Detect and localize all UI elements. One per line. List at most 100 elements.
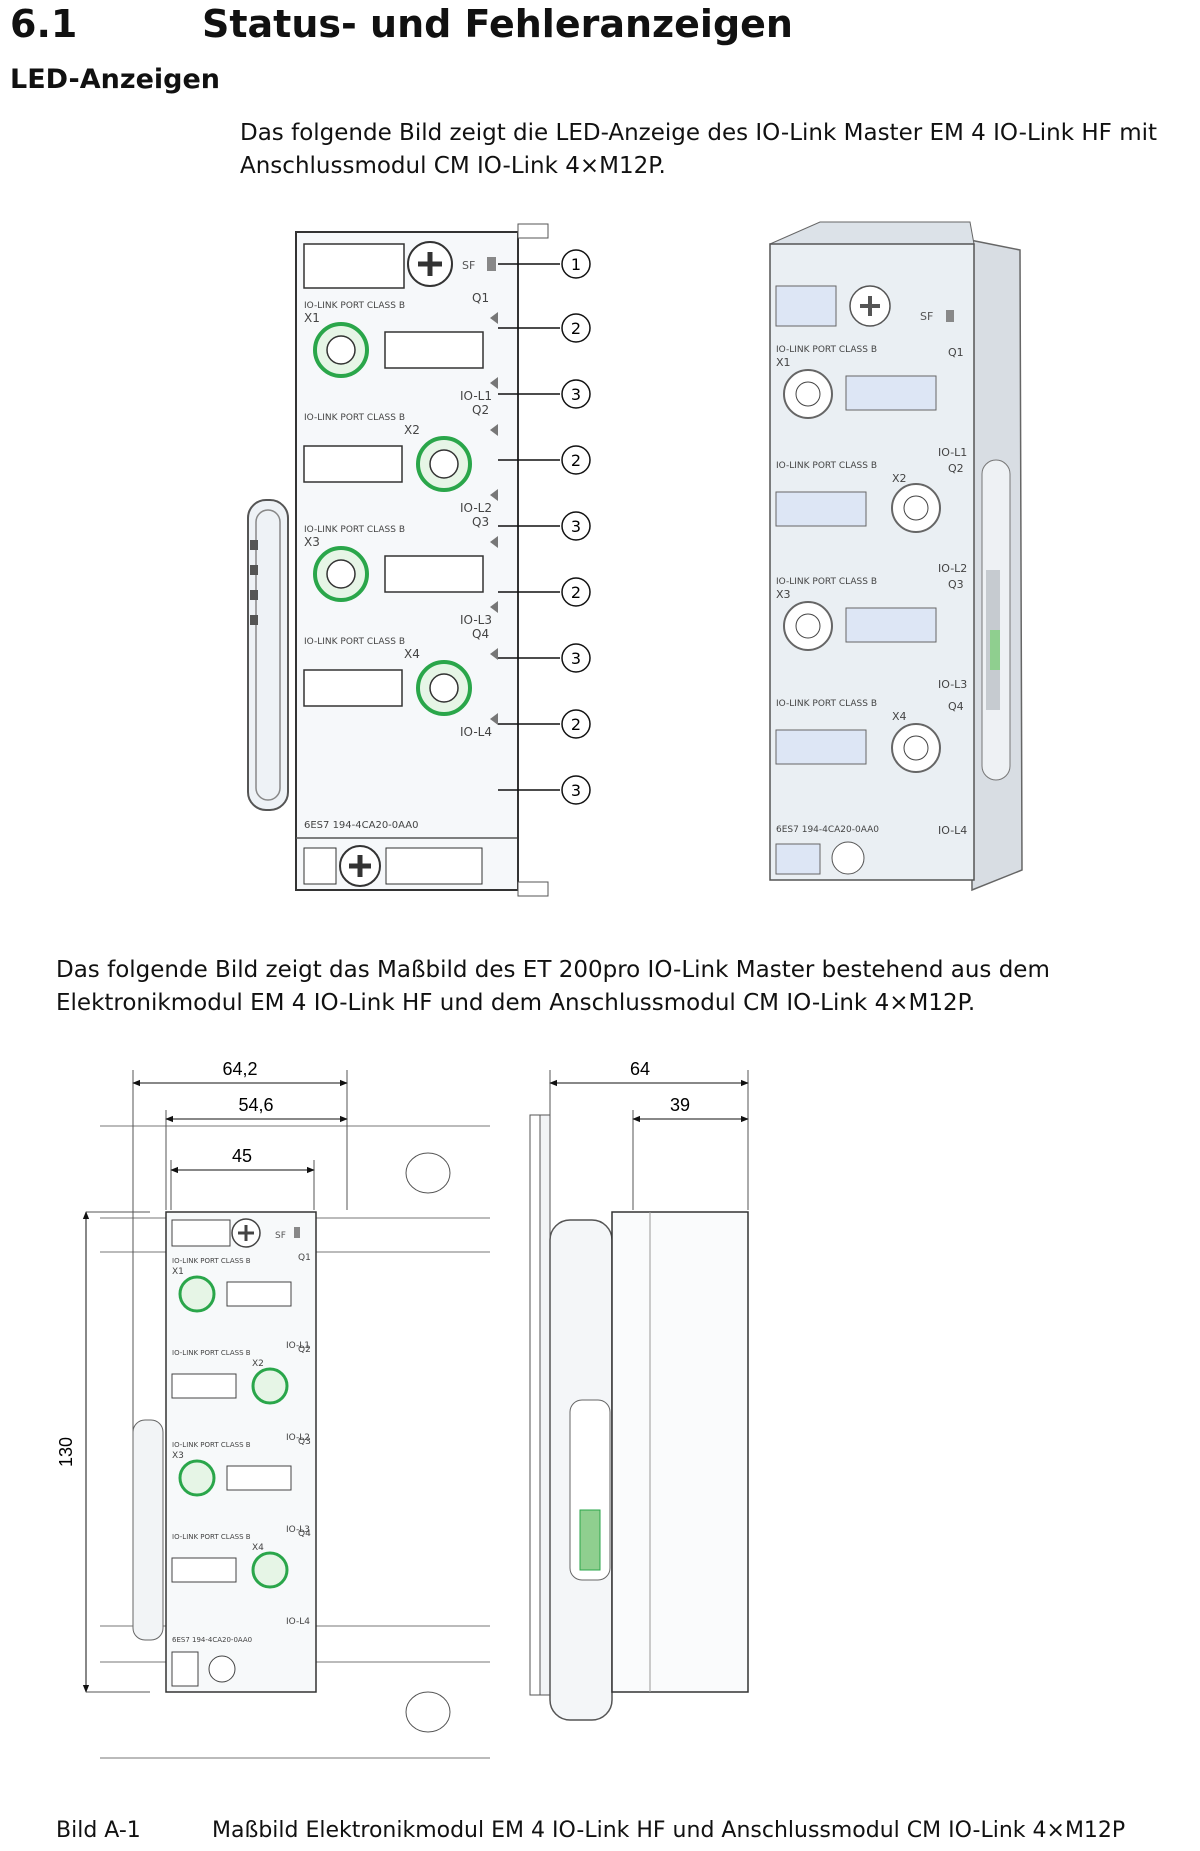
sf-label-dim: SF <box>275 1231 286 1241</box>
port-3d-x2: IO-LINK PORT CLASS B X2 Q2 IO-L2 <box>775 461 967 575</box>
port-3d-x4: IO-LINK PORT CLASS B X4 Q4 IO-L4 <box>775 699 967 837</box>
q-led-label: Q3 <box>472 515 489 529</box>
port-class-label: IO-LINK PORT CLASS B <box>776 345 877 355</box>
q-led-label: Q1 <box>472 291 489 305</box>
port-class-label: IO-LINK PORT CLASS B <box>172 1349 251 1357</box>
backplane-connector <box>247 499 289 811</box>
q-led-label: Q4 <box>472 627 489 641</box>
io-led-label: IO-L4 <box>938 824 967 837</box>
port-label: X2 <box>404 423 420 437</box>
io-led-label: IO-L2 <box>286 1433 310 1443</box>
q-led-label: Q2 <box>298 1345 311 1355</box>
callout-number: 1 <box>571 255 581 274</box>
q-led-label: Q2 <box>472 403 489 417</box>
q-led-label: Q1 <box>298 1253 311 1263</box>
q-led-label: Q4 <box>948 700 964 713</box>
port-label: X3 <box>304 535 320 549</box>
dimension-line-1: Das folgende Bild zeigt das Maßbild des … <box>56 957 1050 983</box>
port-class-label: IO-LINK PORT CLASS B <box>304 413 405 423</box>
callout-number: 3 <box>571 517 581 536</box>
io-led-label: IO-L3 <box>460 613 492 627</box>
callout-number: 3 <box>571 385 581 404</box>
module-front-face <box>769 243 975 881</box>
module-3d-view-figure: SF IO-LINK PORT CLASS B X1 Q1 IO-L1 IO-L… <box>769 221 1023 892</box>
callout-number: 2 <box>571 451 581 470</box>
dim-port-x4: IO-LINK PORT CLASS B X4 Q4 IO-L4 <box>171 1529 311 1627</box>
port-class-label: IO-LINK PORT CLASS B <box>172 1441 251 1449</box>
dim-130: 130 <box>56 1437 76 1467</box>
order-number-3d: 6ES7 194-4CA20-0AA0 <box>776 825 879 835</box>
q-led-label: Q3 <box>298 1437 311 1447</box>
q-led-label: Q4 <box>298 1529 311 1539</box>
dimension-drawing-figure: 64,2 54,6 45 130 SF IO-LINK PORT CLASS B… <box>56 1059 749 1759</box>
port-class-label: IO-LINK PORT CLASS B <box>172 1533 251 1541</box>
dim-39: 39 <box>670 1095 690 1115</box>
order-number-dim: 6ES7 194-4CA20-0AA0 <box>172 1636 252 1644</box>
port-class-label: IO-LINK PORT CLASS B <box>776 577 877 587</box>
port-label: X3 <box>776 588 791 601</box>
port-class-label: IO-LINK PORT CLASS B <box>172 1257 251 1265</box>
section-title: Status- und Fehleranzeigen <box>202 2 793 46</box>
dim-port-x1: IO-LINK PORT CLASS B X1 Q1 IO-L1 <box>172 1253 311 1351</box>
callout-number: 3 <box>571 649 581 668</box>
sf-led <box>487 257 496 271</box>
port-class-label: IO-LINK PORT CLASS B <box>304 637 405 647</box>
callout-number: 2 <box>571 319 581 338</box>
callout-number: 2 <box>571 583 581 602</box>
port-label: X4 <box>404 647 420 661</box>
dim-64-2: 64,2 <box>222 1059 257 1079</box>
port-block-x2: IO-LINK PORT CLASS B X2 Q2 IO-L2 <box>303 403 498 515</box>
port-label: X2 <box>892 472 907 485</box>
figure-caption-label: Bild A-1 <box>56 1818 141 1843</box>
order-number: 6ES7 194-4CA20-0AA0 <box>304 820 418 831</box>
port-block-x1: IO-LINK PORT CLASS B X1 Q1 IO-L1 <box>304 291 498 403</box>
port-class-label: IO-LINK PORT CLASS B <box>304 525 405 535</box>
subsection-title: LED-Anzeigen <box>10 64 221 95</box>
dimension-line-2: Elektronikmodul EM 4 IO-Link HF und dem … <box>56 990 976 1016</box>
side-module-outline <box>611 1211 749 1693</box>
port-3d-x1: IO-LINK PORT CLASS B X1 Q1 IO-L1 <box>776 345 967 459</box>
port-3d-x3: IO-LINK PORT CLASS B X3 Q3 IO-L3 <box>776 577 967 691</box>
port-label: X2 <box>252 1359 264 1369</box>
callout-number: 2 <box>571 715 581 734</box>
port-label: X1 <box>304 311 320 325</box>
port-class-label: IO-LINK PORT CLASS B <box>776 699 877 709</box>
dimension-paragraph: Das folgende Bild zeigt das Maßbild des … <box>56 954 1196 1020</box>
port-class-label: IO-LINK PORT CLASS B <box>304 301 405 311</box>
dim-45: 45 <box>232 1146 252 1166</box>
sf-label: SF <box>462 259 475 272</box>
io-led-label: IO-L1 <box>460 389 492 403</box>
dim-port-x2: IO-LINK PORT CLASS B X2 Q2 IO-L2 <box>171 1345 311 1443</box>
port-label: X3 <box>172 1451 184 1461</box>
q-led-label: Q3 <box>948 578 964 591</box>
io-led-label: IO-L4 <box>460 725 492 739</box>
io-led-label: IO-L1 <box>938 446 967 459</box>
intro-line-1: Das folgende Bild zeigt die LED-Anzeige … <box>240 120 1158 146</box>
io-led-label: IO-L4 <box>286 1617 310 1627</box>
dim-port-x3: IO-LINK PORT CLASS B X3 Q3 IO-L3 <box>172 1437 311 1535</box>
callout-number: 3 <box>571 781 581 800</box>
callouts: 1 2 3 2 3 2 3 2 3 <box>498 249 591 805</box>
port-label: X1 <box>776 356 791 369</box>
port-block-x4: IO-LINK PORT CLASS B X4 Q4 IO-L4 <box>303 627 498 739</box>
dim-54-6: 54,6 <box>238 1095 273 1115</box>
port-label: X4 <box>252 1543 264 1553</box>
port-label: X1 <box>172 1267 184 1277</box>
dim-64: 64 <box>630 1059 650 1079</box>
io-led-label: IO-L2 <box>938 562 967 575</box>
sf-label-3d: SF <box>920 310 933 323</box>
io-led-label: IO-L2 <box>460 501 492 515</box>
led-front-view-figure: SF IO-LINK PORT CLASS B X1 Q1 IO-L1 IO-L… <box>247 223 591 897</box>
io-led-label: IO-L3 <box>938 678 967 691</box>
io-led-label: IO-L3 <box>286 1525 310 1535</box>
intro-line-2: Anschlussmodul CM IO-Link 4×M12P. <box>240 153 666 179</box>
intro-paragraph: Das folgende Bild zeigt die LED-Anzeige … <box>240 117 1200 183</box>
port-class-label: IO-LINK PORT CLASS B <box>776 461 877 471</box>
section-number: 6.1 <box>10 2 78 46</box>
port-label: X4 <box>892 710 907 723</box>
port-block-x3: IO-LINK PORT CLASS B X3 Q3 IO-L3 <box>304 515 498 627</box>
figure-caption-text: Maßbild Elektronikmodul EM 4 IO-Link HF … <box>212 1818 1126 1843</box>
io-led-label: IO-L1 <box>286 1341 310 1351</box>
q-led-label: Q1 <box>948 346 964 359</box>
q-led-label: Q2 <box>948 462 964 475</box>
